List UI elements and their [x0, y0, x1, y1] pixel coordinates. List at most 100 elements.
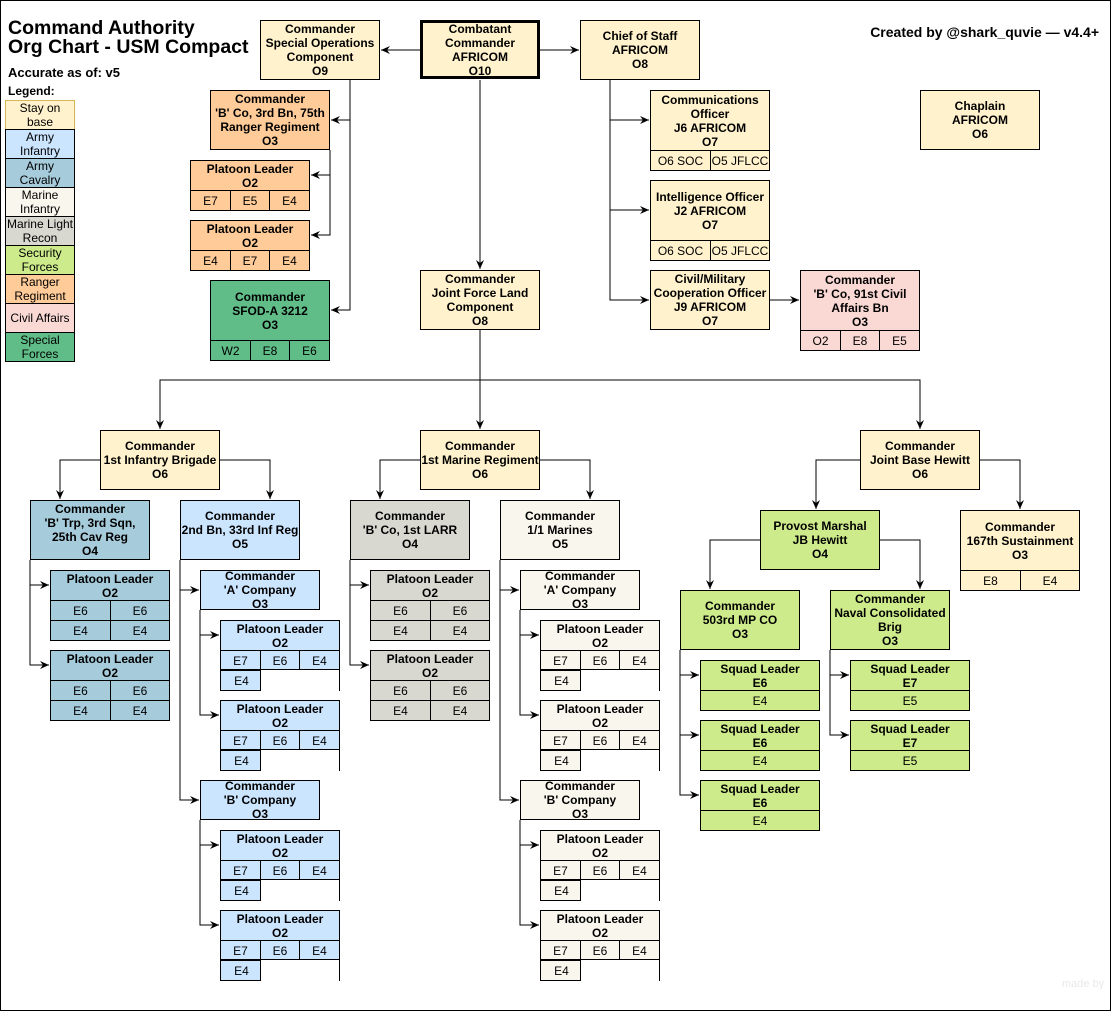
connector-mar-bco-to-mar-bplt1	[519, 820, 539, 849]
org-node-mar-bco[interactable]: Commander 'B' Company O3	[520, 779, 640, 821]
connector-provost-to-mp-co	[706, 539, 760, 589]
connector-mar-bco-to-mar-bplt2	[519, 845, 539, 929]
org-node-j9[interactable]: Civil/Military Cooperation Officer J9 AF…	[650, 270, 770, 330]
connector-ranger-co-to-ranger-plt2	[311, 175, 331, 239]
org-node-mar-bn[interactable]: Commander 1/1 Marines O5	[500, 500, 620, 560]
node-title: Commander 1st Infantry Brigade O6	[103, 439, 217, 481]
node-title: Commander 'B' Co, 91st Civil Affairs Bn …	[813, 272, 907, 329]
org-node-brig[interactable]: Commander Naval Consolidated Brig O3	[830, 590, 950, 650]
org-node-mp-co[interactable]: Commander 503rd MP CO O3	[680, 590, 800, 650]
org-node-ranger-co[interactable]: Commander 'B' Co, 3rd Bn, 75th Ranger Re…	[210, 90, 330, 150]
legend-item-security-forces: Security Forces	[5, 245, 75, 275]
org-node-jb-hewitt[interactable]: Commander Joint Base Hewitt O6	[860, 430, 980, 490]
node-title: Civil/Military Cooperation Officer J9 AF…	[653, 272, 767, 328]
rank-cell: E6	[580, 651, 619, 670]
org-node-mar-reg[interactable]: Commander 1st Marine Regiment O6	[420, 430, 540, 490]
rank-cell: E6	[260, 941, 299, 960]
org-node-inf-bn[interactable]: Commander 2nd Bn, 33rd Inf Reg O5	[180, 500, 300, 560]
org-node-jflc[interactable]: Commander Joint Force Land Component O8	[420, 270, 540, 330]
rank-cell: E6	[110, 601, 169, 620]
rank-cell: E4	[430, 621, 489, 640]
rank-cell: E4	[299, 731, 339, 750]
rank-cell: W2	[221, 343, 240, 358]
node-title: Commander 'B' Co, 1st LARR O4	[362, 509, 458, 551]
subordinate-row: E5	[851, 750, 969, 770]
org-node-cos[interactable]: Chief of Staff AFRICOM O8	[580, 20, 700, 80]
subordinate-row: E4 E4	[371, 700, 489, 720]
org-node-larr-co[interactable]: Commander 'B' Co, 1st LARR O4	[350, 500, 470, 560]
rank-cell: E6	[580, 861, 619, 880]
connector-cos-to-j6	[609, 80, 649, 124]
node-title: Commander Naval Consolidated Brig O3	[834, 592, 946, 648]
connector-mar-bn-to-mar-bco	[499, 590, 519, 804]
org-node-soc[interactable]: Commander Special Operations Component O…	[260, 20, 380, 80]
org-node-ca-co[interactable]: Commander 'B' Co, 91st Civil Affairs Bn …	[800, 270, 920, 351]
rank-cell: E6	[260, 651, 299, 670]
rank-cell: E6	[289, 341, 329, 360]
rank-cell: E7	[203, 193, 218, 208]
node-title: Platoon Leader O2	[386, 571, 474, 600]
org-node-inf-bde[interactable]: Commander 1st Infantry Brigade O6	[100, 430, 220, 490]
rank-cell: E4	[430, 701, 489, 720]
subordinate-row: E4	[540, 960, 581, 981]
org-node-inf-aco[interactable]: Commander 'A' Company O3	[200, 569, 320, 611]
subordinate-row: E4	[701, 810, 819, 830]
rank-cell: E5	[902, 753, 918, 768]
org-node-inf-bco[interactable]: Commander 'B' Company O3	[200, 779, 320, 821]
connector-mp-co-to-mp-sq3	[679, 735, 699, 799]
rank-cell: O5 JFLCC	[710, 241, 769, 260]
org-node-mar-aco[interactable]: Commander 'A' Company O3	[520, 569, 640, 611]
connector-inf-aco-to-inf-aplt1	[199, 610, 219, 639]
rank-cell: E6	[580, 731, 619, 750]
connector-mar-reg-to-larr-co	[376, 459, 420, 499]
connector-mar-reg-to-mar-bn	[540, 459, 594, 499]
subordinate-row: E4	[220, 670, 261, 691]
rank-cell: E4	[393, 703, 408, 718]
rank-cell: E4	[73, 623, 88, 638]
node-title: Commander 'A' Company O3	[543, 569, 617, 611]
connector-mp-co-to-mp-sq2	[679, 675, 699, 739]
org-node-combatant[interactable]: Combatant Commander AFRICOM O10	[420, 20, 540, 79]
connector-provost-to-brig	[880, 539, 924, 589]
org-node-provost[interactable]: Provost Marshal JB Hewitt O4	[760, 510, 880, 570]
connector-mar-bn-to-mar-aco	[499, 560, 519, 594]
rank-cell: E7	[553, 653, 568, 668]
rank-cell: E4	[1020, 571, 1079, 590]
node-title: Platoon Leader O2	[541, 701, 659, 730]
org-node-cav-trp[interactable]: Commander 'B' Trp, 3rd Sqn, 25th Cav Reg…	[30, 500, 150, 560]
node-title: Squad Leader E6	[720, 721, 800, 750]
org-node-chaplain[interactable]: Chaplain AFRICOM O6	[920, 90, 1040, 150]
rank-cell: E6	[430, 601, 489, 620]
node-title: Commander 'B' Co, 3rd Bn, 75th Ranger Re…	[215, 92, 325, 148]
node-title: Platoon Leader O2	[386, 651, 474, 680]
